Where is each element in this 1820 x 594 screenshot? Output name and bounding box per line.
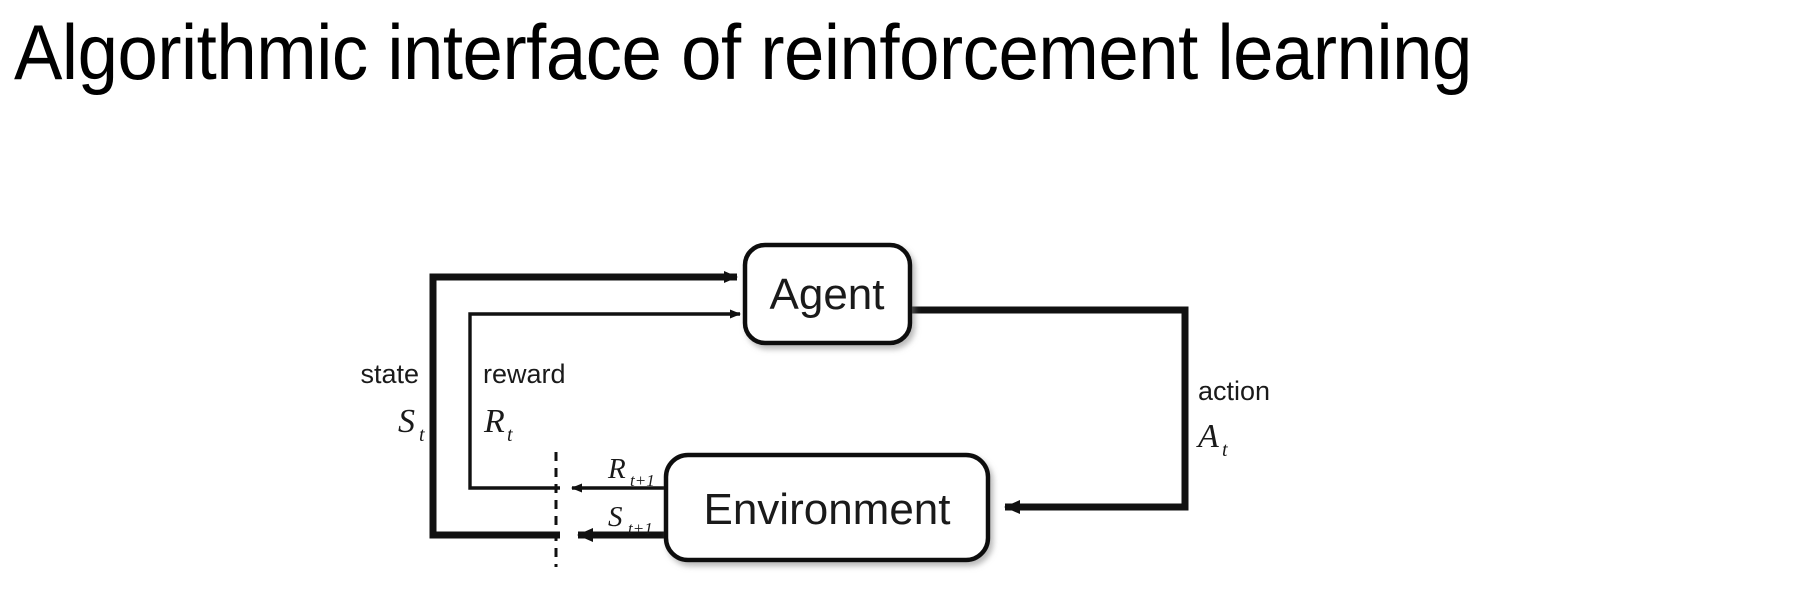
state-next-symbol: S	[608, 501, 623, 533]
action-subscript: t	[1222, 439, 1228, 461]
action-label-group: action A t	[1196, 376, 1270, 461]
agent-box[interactable]	[742, 242, 913, 346]
state-label: state	[360, 359, 419, 389]
state-next-label-group: S t+1	[608, 501, 653, 538]
environment-label: Environment	[703, 485, 950, 534]
edge-state-to-agent	[429, 271, 738, 539]
state-subscript: t	[419, 424, 425, 446]
reward-label-group: reward R t	[483, 359, 566, 446]
agent-label: Agent	[770, 270, 885, 319]
reward-next-subscript: t+1	[630, 471, 655, 490]
environment-box[interactable]	[663, 452, 991, 563]
edge-action-to-environment	[910, 306, 1189, 514]
reward-label: reward	[483, 359, 566, 389]
environment-node[interactable]: Environment	[663, 452, 991, 563]
page-title: Algorithmic interface of reinforcement l…	[14, 8, 1472, 96]
edge-reward-to-agent	[468, 309, 741, 490]
reward-next-symbol: R	[607, 453, 626, 485]
action-symbol: A	[1196, 418, 1219, 455]
state-label-group: state S t	[360, 359, 425, 446]
reward-symbol: R	[483, 403, 505, 440]
state-next-subscript: t+1	[628, 519, 653, 538]
action-label: action	[1198, 376, 1270, 406]
agent-node[interactable]: Agent	[742, 242, 913, 346]
state-symbol: S	[398, 403, 415, 440]
reward-subscript: t	[507, 424, 513, 446]
reward-next-label-group: R t+1	[607, 453, 655, 490]
